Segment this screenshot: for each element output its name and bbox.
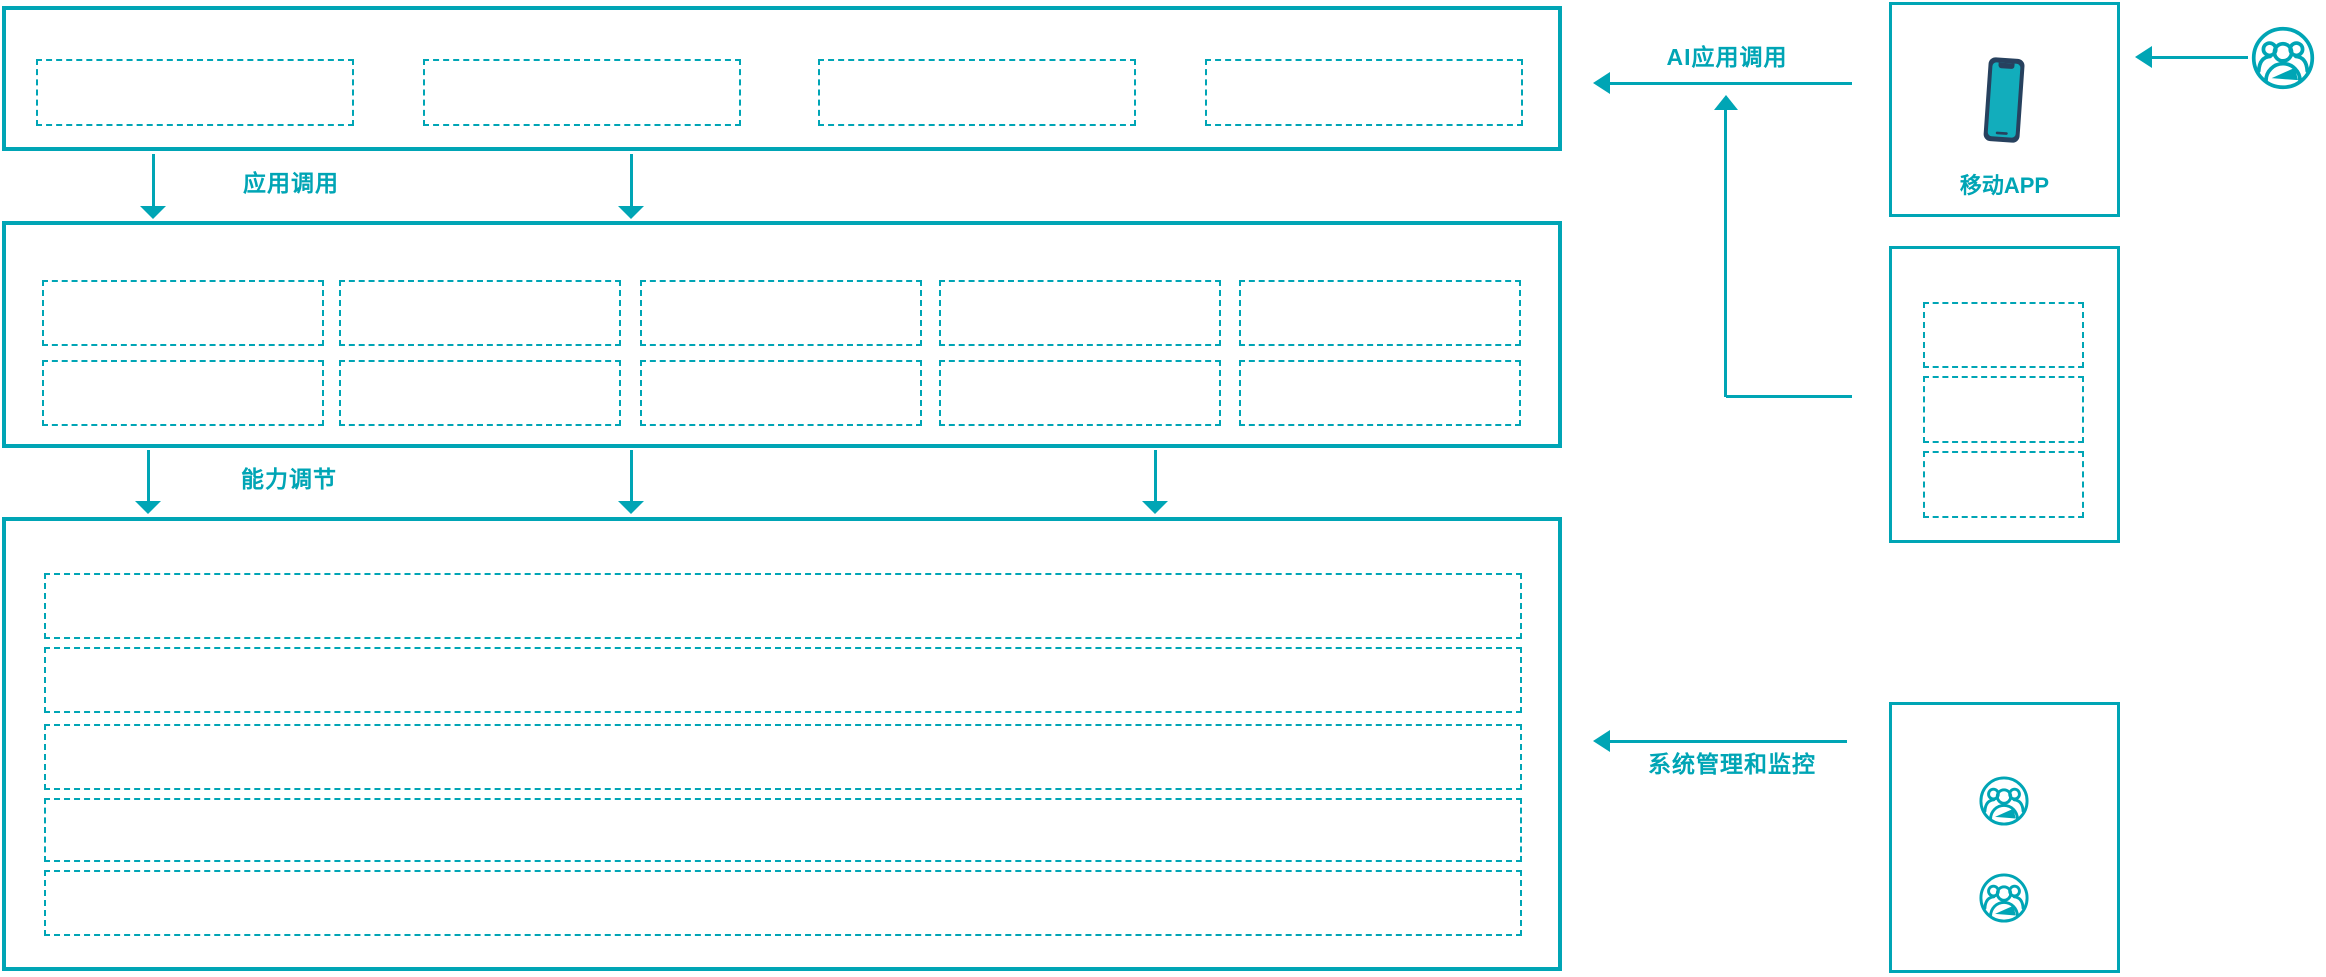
arrow-line bbox=[629, 154, 633, 206]
arrow-line bbox=[1153, 450, 1157, 501]
arrow-head bbox=[135, 501, 161, 514]
ai-call-arrow bbox=[1593, 72, 1852, 94]
placeholder-box bbox=[1923, 302, 2084, 368]
placeholder-box bbox=[1923, 451, 2084, 518]
placeholder-box bbox=[1239, 280, 1521, 346]
placeholder-row bbox=[44, 798, 1522, 862]
down-arrow bbox=[140, 154, 166, 219]
placeholder-box bbox=[423, 59, 741, 126]
arrow-line bbox=[629, 450, 633, 501]
arrow-head-up bbox=[1714, 95, 1738, 110]
bottom-band bbox=[2, 517, 1562, 971]
arrow-head bbox=[1593, 72, 1610, 94]
placeholder-box bbox=[1239, 360, 1521, 426]
arrow-head bbox=[618, 501, 644, 514]
placeholder-box bbox=[1205, 59, 1523, 126]
system-monitor-label: 系统管理和监控 bbox=[1648, 751, 1816, 777]
down-arrow bbox=[1142, 450, 1168, 514]
mobile-app-box: 移动APP bbox=[1889, 2, 2120, 217]
arrow-head bbox=[1593, 730, 1610, 752]
admin-box bbox=[1889, 702, 2120, 973]
placeholder-row bbox=[44, 870, 1522, 936]
arrow-head bbox=[2135, 46, 2152, 68]
down-arrow bbox=[135, 450, 161, 514]
service-box bbox=[1889, 246, 2120, 543]
arrow-line bbox=[1610, 739, 1847, 743]
placeholder-row bbox=[44, 724, 1522, 790]
service-connector-horizontal bbox=[1726, 395, 1852, 398]
capability-adjust-label: 能力调节 bbox=[241, 466, 337, 492]
user-group-icon bbox=[1979, 776, 2029, 826]
placeholder-box bbox=[36, 59, 354, 126]
arrow-head bbox=[140, 206, 166, 219]
placeholder-box bbox=[939, 280, 1221, 346]
placeholder-box bbox=[339, 280, 621, 346]
user-group-icon bbox=[2251, 26, 2315, 90]
middle-band bbox=[2, 221, 1562, 448]
placeholder-box bbox=[818, 59, 1136, 126]
arrow-line bbox=[146, 450, 150, 501]
arrow-line bbox=[1610, 81, 1852, 85]
mobile-app-label: 移动APP bbox=[1959, 173, 2050, 198]
arrow-head bbox=[1142, 501, 1168, 514]
service-connector-vertical bbox=[1724, 110, 1727, 397]
down-arrow bbox=[618, 450, 644, 514]
placeholder-row bbox=[44, 573, 1522, 639]
system-monitor-arrow bbox=[1593, 730, 1847, 752]
placeholder-box bbox=[42, 280, 324, 346]
arrow-line bbox=[151, 154, 155, 206]
app-call-label: 应用调用 bbox=[243, 170, 339, 196]
placeholder-box bbox=[939, 360, 1221, 426]
arrow-head bbox=[618, 206, 644, 219]
placeholder-box bbox=[42, 360, 324, 426]
placeholder-box bbox=[1923, 376, 2084, 443]
top-band bbox=[2, 6, 1562, 151]
placeholder-box bbox=[339, 360, 621, 426]
ai-call-label: AI应用调用 bbox=[1666, 44, 1788, 70]
arrow-line bbox=[2152, 55, 2248, 59]
down-arrow bbox=[618, 154, 644, 219]
placeholder-row bbox=[44, 647, 1522, 713]
user-group-icon bbox=[1979, 873, 2029, 923]
placeholder-box bbox=[640, 280, 922, 346]
user-to-app-arrow bbox=[2135, 46, 2248, 68]
mobile-phone-icon bbox=[1983, 57, 2025, 143]
placeholder-box bbox=[640, 360, 922, 426]
